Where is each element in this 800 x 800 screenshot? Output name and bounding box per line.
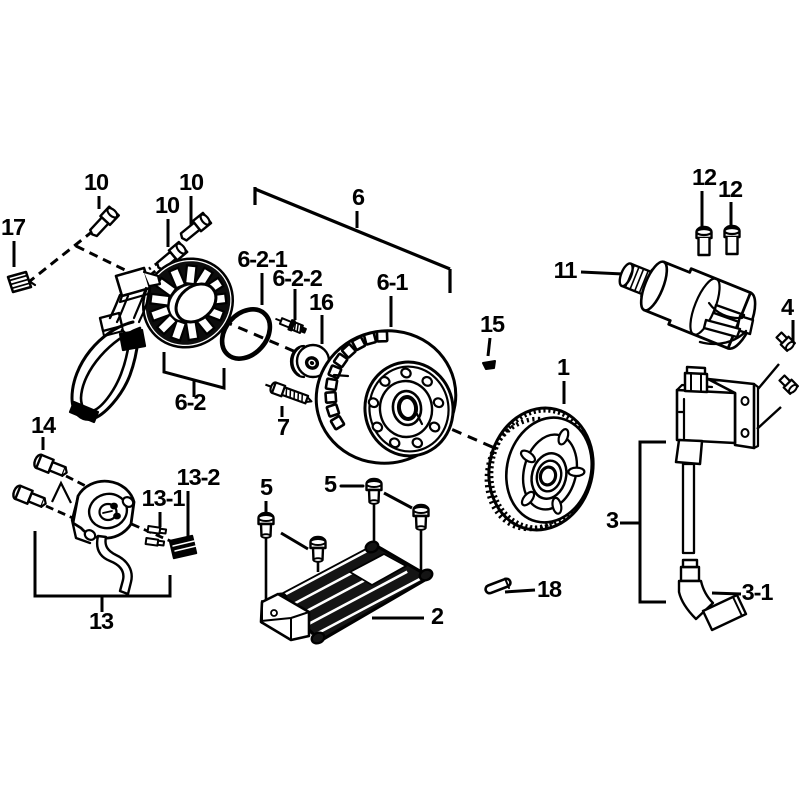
- svg-text:5: 5: [324, 471, 337, 497]
- svg-text:5: 5: [260, 474, 273, 500]
- svg-text:6-2-2: 6-2-2: [272, 265, 322, 291]
- svg-text:6-2: 6-2: [175, 389, 207, 415]
- svg-text:10: 10: [179, 169, 204, 195]
- svg-text:12: 12: [692, 164, 717, 190]
- svg-text:4: 4: [781, 294, 794, 320]
- svg-text:18: 18: [537, 576, 562, 602]
- svg-text:2: 2: [431, 603, 444, 629]
- svg-text:11: 11: [554, 257, 578, 283]
- svg-text:1: 1: [557, 354, 570, 380]
- svg-text:17: 17: [1, 214, 26, 240]
- svg-text:13: 13: [89, 608, 114, 634]
- svg-text:10: 10: [84, 169, 109, 195]
- svg-text:13-2: 13-2: [177, 464, 221, 490]
- svg-text:13-1: 13-1: [142, 485, 186, 511]
- svg-text:6: 6: [352, 184, 365, 210]
- svg-text:16: 16: [309, 289, 334, 315]
- svg-text:3: 3: [606, 507, 619, 533]
- svg-text:7: 7: [277, 414, 290, 440]
- svg-text:15: 15: [480, 311, 505, 337]
- svg-text:10: 10: [155, 192, 180, 218]
- svg-text:14: 14: [31, 412, 56, 438]
- svg-text:12: 12: [718, 176, 743, 202]
- svg-text:6-2-1: 6-2-1: [237, 246, 287, 272]
- svg-text:6-1: 6-1: [377, 269, 409, 295]
- svg-text:3-1: 3-1: [742, 579, 774, 605]
